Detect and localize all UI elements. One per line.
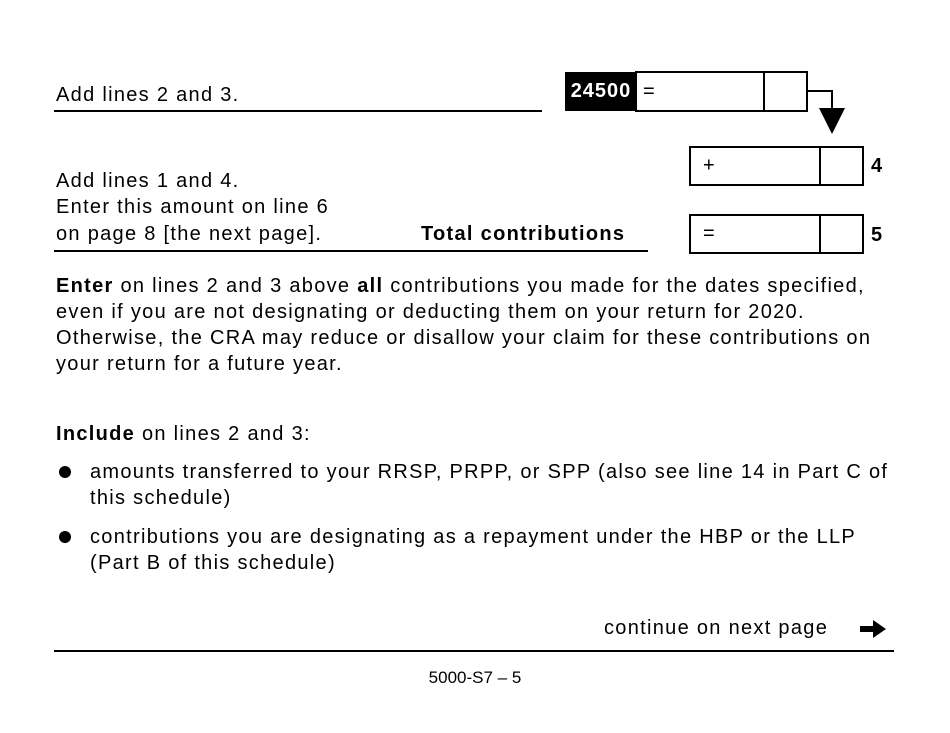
cents-divider: [819, 216, 821, 252]
bullet-icon: [59, 466, 71, 478]
enter-amount-line6-label: Enter this amount on line 6: [56, 196, 330, 218]
next-page-label: on page 8 [the next page].: [56, 223, 323, 245]
line-24500-amount-field[interactable]: =: [635, 71, 808, 112]
include-heading: Include on lines 2 and 3:: [56, 421, 896, 447]
include-rest: on lines 2 and 3:: [135, 423, 311, 445]
enter-bold: Enter: [56, 275, 114, 297]
equals-operator: =: [643, 80, 655, 102]
cents-divider: [819, 148, 821, 184]
bullet-icon: [59, 531, 71, 543]
arrow-down-icon: [807, 90, 845, 134]
footer-rule: [54, 650, 894, 652]
total-contributions-label: Total contributions: [421, 223, 626, 245]
note-text-2: contributions you made for the dates spe…: [56, 275, 872, 375]
continue-next-page-label: continue on next page: [604, 617, 829, 639]
include-item-2: contributions you are designating as a r…: [90, 526, 856, 574]
include-item-1: amounts transferred to your RRSP, PRPP, …: [90, 461, 889, 509]
line-number-5: 5: [871, 224, 883, 246]
include-bold: Include: [56, 423, 136, 445]
plus-operator: +: [703, 154, 715, 177]
line-number-4: 4: [871, 155, 883, 177]
note-text-1: on lines 2 and 3 above: [113, 275, 358, 297]
equals-operator: =: [703, 222, 715, 245]
label-underline: [54, 250, 648, 252]
cents-divider: [763, 73, 765, 110]
arrow-right-icon: [860, 620, 886, 638]
line-4-amount-field[interactable]: +: [689, 146, 864, 186]
line-5-amount-field[interactable]: =: [689, 214, 864, 254]
add-lines-2-3-label: Add lines 2 and 3.: [56, 84, 240, 106]
page-identifier: 5000-S7 – 5: [428, 668, 522, 687]
line-code-24500: 24500: [565, 72, 637, 111]
contributions-note: Enter on lines 2 and 3 above all contrib…: [56, 273, 896, 377]
label-underline: [54, 110, 542, 112]
add-lines-1-4-label: Add lines 1 and 4.: [56, 170, 240, 192]
all-bold: all: [357, 275, 384, 297]
